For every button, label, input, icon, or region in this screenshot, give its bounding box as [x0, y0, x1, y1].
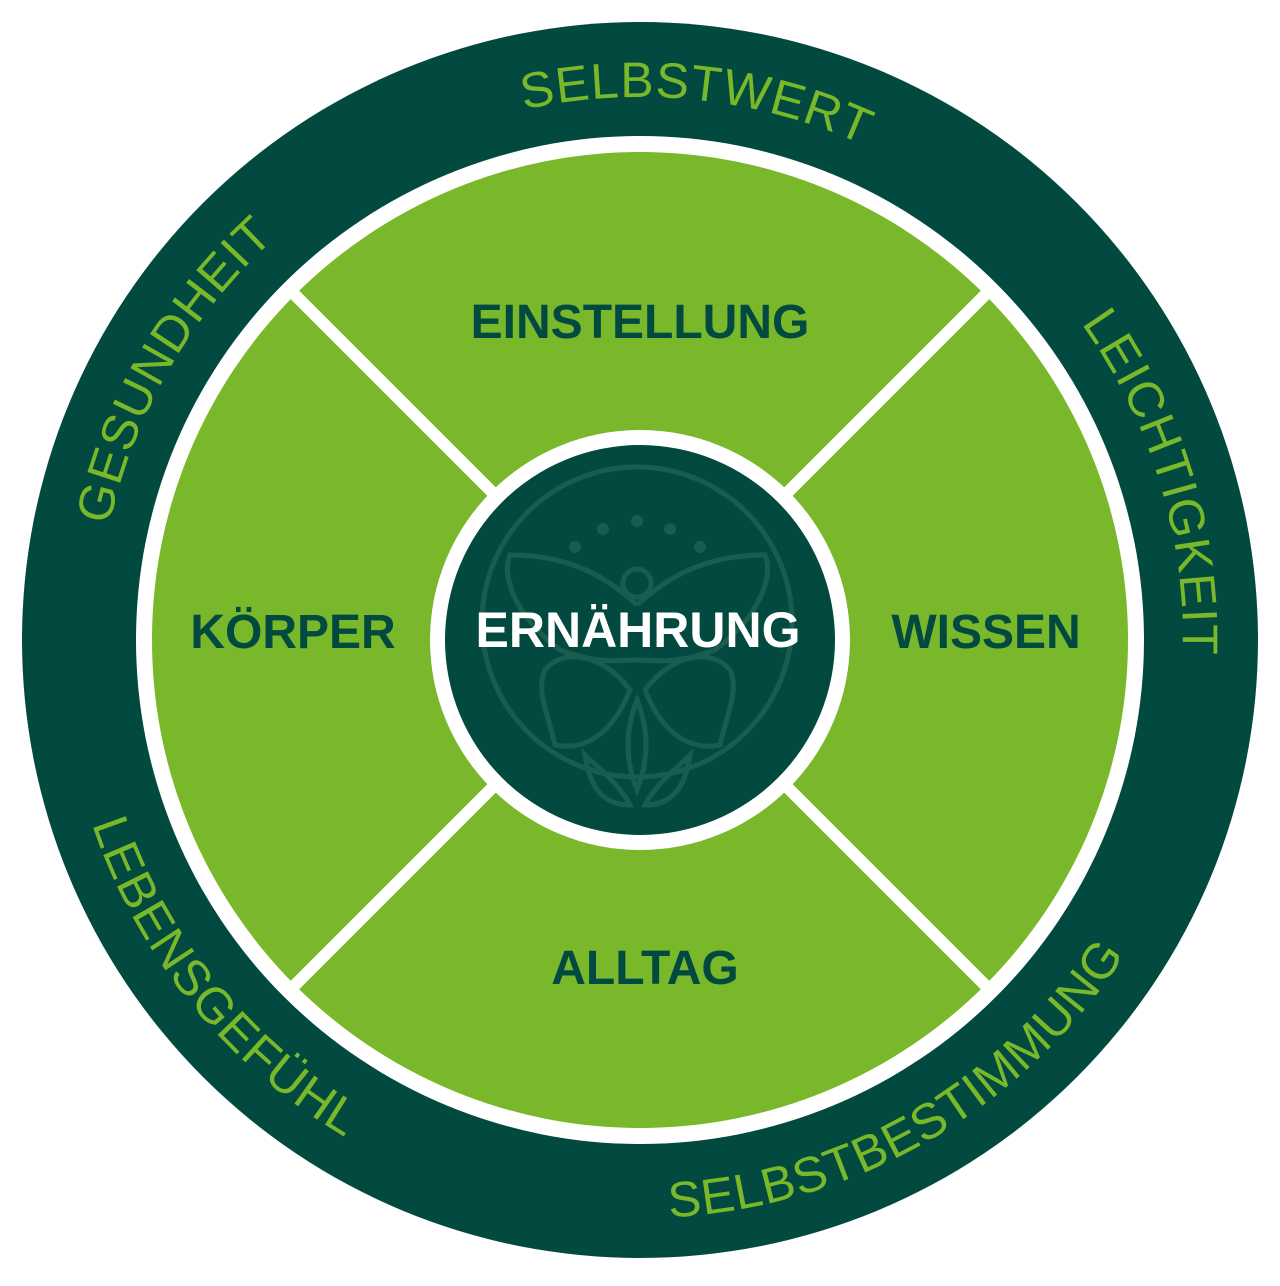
segment-label-wissen: WISSEN [891, 606, 1080, 659]
logo-ring [479, 464, 795, 780]
logo-stem [625, 693, 649, 797]
logo-lower-wings [539, 654, 736, 749]
segment-label-einstellung: EINSTELLUNG [471, 296, 810, 349]
segment-label-koerper: KÖRPER [190, 606, 395, 659]
logo-leaves [581, 747, 694, 808]
logo-upper-wings [504, 552, 771, 664]
segment-label-alltag: ALLTAG [551, 942, 739, 995]
logo-dots [569, 515, 706, 553]
logo-head [620, 566, 654, 600]
center-label-ernaehrung: ERNÄHRUNG [476, 602, 801, 658]
butterfly-figure-logo [479, 464, 795, 808]
